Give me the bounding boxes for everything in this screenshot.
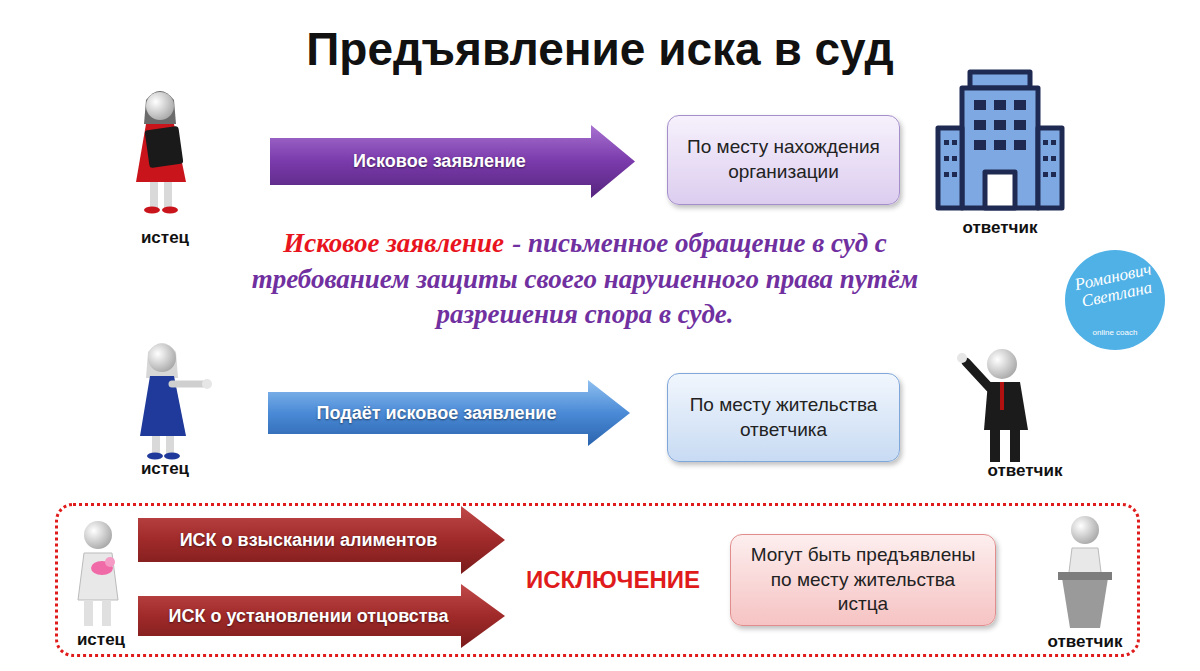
arrow-shape-box: ИСК о установлении отцовства <box>138 584 505 648</box>
role-label: ответчик <box>945 218 1055 238</box>
shape-rect <box>1014 120 1026 130</box>
head <box>84 521 112 549</box>
leg <box>1010 430 1020 462</box>
info-box: Могут быть предъявлены по месту жительст… <box>730 534 996 626</box>
hair <box>144 91 176 124</box>
door <box>985 172 1015 208</box>
shape-rect <box>974 100 986 110</box>
exception-heading: ИСКЛЮЧЕНИЕ <box>498 566 728 594</box>
shape-rect <box>944 156 949 161</box>
shoe <box>164 453 180 460</box>
shoe <box>144 207 160 214</box>
shape-rect <box>974 120 986 130</box>
role-label: истец <box>120 228 210 248</box>
arrow-shape-box: ИСК о взыскании алиментов <box>138 506 505 574</box>
node-text: Исковое заявление <box>353 151 526 172</box>
defendant-figure <box>957 349 1028 462</box>
role-label: ответчик <box>970 461 1080 481</box>
dress <box>136 124 186 182</box>
tie <box>1000 382 1004 410</box>
leg <box>990 430 1000 462</box>
podium <box>1062 578 1108 628</box>
arrow-shape-box: Подаёт исковое заявление <box>268 380 630 446</box>
hand <box>202 379 212 389</box>
head <box>146 92 174 120</box>
windows <box>944 100 1056 177</box>
shape-rect <box>944 172 949 177</box>
watermark: Романович Светлана <box>1063 258 1166 313</box>
leg <box>166 436 174 454</box>
plaintiff-figure <box>136 91 186 214</box>
definition-term: Исковое заявление <box>283 228 504 258</box>
defendant-figure <box>1058 516 1112 628</box>
hair <box>146 343 178 378</box>
node-text: Могут быть предъявлены по месту жительст… <box>745 543 981 617</box>
info-box: По месту жительства ответчика <box>667 373 900 462</box>
shape-rect <box>994 120 1006 130</box>
shape-rect <box>944 140 949 145</box>
shape-rect <box>1051 172 1056 177</box>
arrow-fill <box>268 380 630 446</box>
shape-rect <box>1051 140 1056 145</box>
head <box>987 349 1017 379</box>
exception-band: ИСКЛЮЧЕНИЕ ИСК о взыскании алиментовИСК о… <box>55 503 1140 657</box>
wing <box>1038 128 1062 208</box>
shape-rect <box>1014 100 1026 110</box>
podium-top <box>1058 572 1112 580</box>
shape-rect <box>1014 140 1026 150</box>
node-text: ИСК о взыскании алиментов <box>180 530 438 551</box>
shoe <box>147 453 163 460</box>
role-label: ответчик <box>1030 632 1140 652</box>
definition-paragraph: Исковое заявление- письменное обращение … <box>240 226 930 333</box>
node-text: Подаёт исковое заявление <box>317 403 557 424</box>
arm <box>172 381 204 388</box>
role-label: истец <box>56 630 146 650</box>
shape-rect <box>952 156 957 161</box>
shape-rect <box>994 100 1006 110</box>
shape-rect <box>974 140 986 150</box>
plaintiff-figure <box>78 521 118 626</box>
shape-rect <box>1043 172 1048 177</box>
body <box>78 553 118 600</box>
shape-rect <box>1051 156 1056 161</box>
folder <box>145 126 184 168</box>
shoe <box>162 207 178 214</box>
leg <box>150 182 158 208</box>
plaintiff-figure <box>140 343 212 460</box>
diagram-title: Предъявление иска в суд <box>0 22 1200 76</box>
node-text: По месту нахождения организации <box>682 135 885 184</box>
node-text: ИСК о установлении отцовства <box>169 606 449 627</box>
wing <box>938 128 962 208</box>
shape-rect <box>994 140 1006 150</box>
shape-rect <box>1043 156 1048 161</box>
shape-rect <box>952 140 957 145</box>
leg <box>102 600 111 626</box>
arrow-shape-box: Исковое заявление <box>270 125 635 198</box>
node-text: По месту жительства ответчика <box>682 393 885 442</box>
head <box>1071 516 1099 544</box>
arrow-fill <box>270 125 635 198</box>
role-label: истец <box>120 459 210 479</box>
leg <box>84 600 93 626</box>
info-box: По месту нахождения организации <box>667 115 900 205</box>
watermark: online coach <box>1066 328 1164 337</box>
arrow-fill <box>138 584 505 648</box>
baby-head <box>105 557 115 567</box>
leg <box>164 182 172 208</box>
shape-rect <box>952 172 957 177</box>
arm <box>966 362 990 388</box>
leg <box>152 436 160 454</box>
tower <box>962 88 1038 208</box>
arrow-fill <box>138 506 505 574</box>
building-icon <box>938 72 1062 208</box>
shape-rect <box>1043 140 1048 145</box>
head <box>148 344 176 372</box>
hand <box>957 353 967 363</box>
